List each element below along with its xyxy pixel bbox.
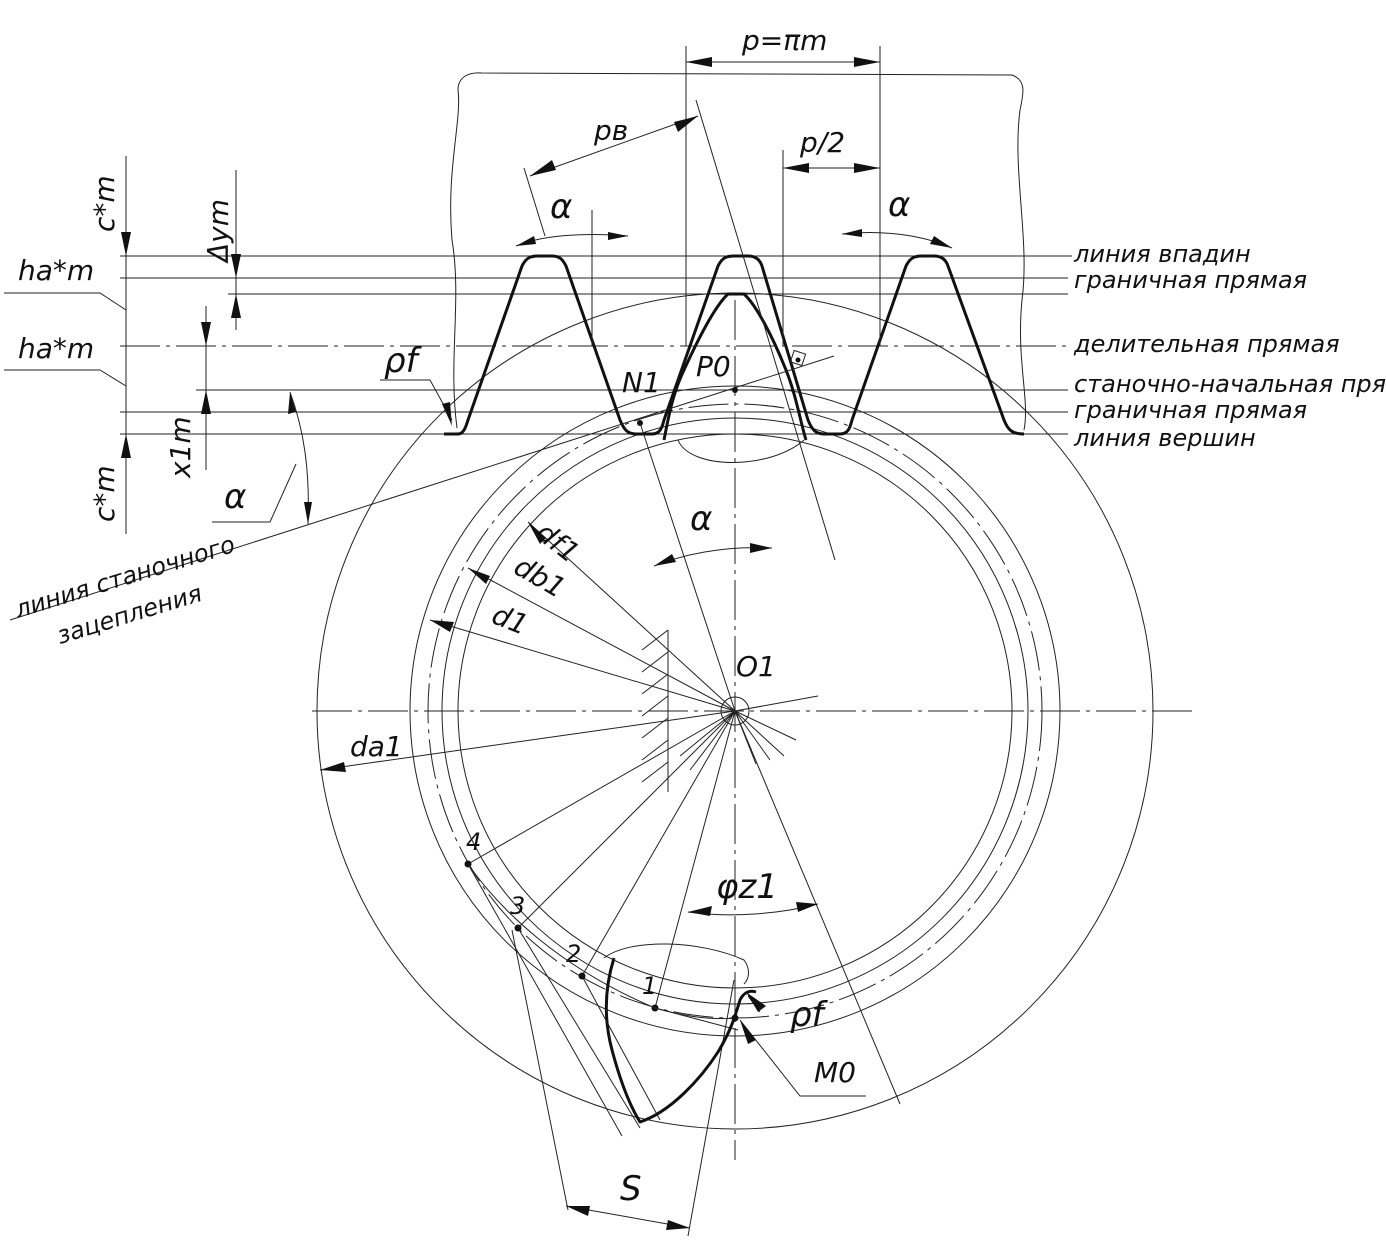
gear-tooth-top-fillet bbox=[677, 439, 805, 463]
ha-bottom-label: ha*m bbox=[18, 332, 94, 365]
d1-label: d1 bbox=[487, 598, 532, 642]
generation-rays bbox=[467, 710, 901, 1237]
tip-line-label: линия вершин bbox=[1073, 424, 1256, 452]
pitch-line-label: делительная прямая bbox=[1073, 330, 1340, 358]
m0-label: M0 bbox=[814, 1056, 856, 1089]
delta-y-label: Δym bbox=[202, 199, 235, 264]
p0-label: P0 bbox=[696, 350, 731, 383]
machine-pitch-line-label: станочно-начальная прямая bbox=[1074, 370, 1386, 398]
n1-label: N1 bbox=[622, 366, 661, 399]
base-pitch-label: pв bbox=[593, 114, 628, 147]
alpha-side-label: α bbox=[224, 477, 246, 517]
pitch-label: p=πm bbox=[741, 24, 827, 57]
root-line-label: линия впадин bbox=[1073, 240, 1251, 268]
c-top-label: c*m bbox=[88, 175, 121, 232]
rack-profile bbox=[444, 254, 1025, 436]
right-angle-marker bbox=[789, 349, 807, 367]
point-1-label: 1 bbox=[642, 972, 657, 1000]
alpha-center-label: α bbox=[690, 499, 712, 539]
x1m-label: x1m bbox=[164, 416, 197, 479]
lower-tooth-profile bbox=[604, 957, 757, 1124]
engagement-line bbox=[197, 355, 835, 561]
boundary-top-label: граничная прямая bbox=[1074, 266, 1307, 294]
alpha-right-label: α bbox=[888, 185, 910, 225]
rack-outline bbox=[450, 72, 1027, 431]
o1-label: O1 bbox=[736, 650, 776, 683]
ha-top-label: ha*m bbox=[18, 254, 94, 287]
phi-label: φz1 bbox=[716, 867, 778, 907]
center-rays bbox=[679, 695, 819, 771]
point-3-label: 3 bbox=[510, 892, 525, 920]
alpha-left-label: α bbox=[550, 187, 572, 227]
rho-f-top-label: ρf bbox=[384, 341, 423, 381]
point-p0 bbox=[732, 387, 738, 393]
s-label: S bbox=[620, 1169, 642, 1209]
c-bottom-label: c*m bbox=[88, 465, 121, 522]
da1-label: da1 bbox=[350, 730, 403, 763]
boundary-bottom-label: граничная прямая bbox=[1074, 396, 1307, 424]
gear-tooth-top bbox=[662, 292, 808, 441]
base-pitch-dim-line bbox=[529, 115, 699, 177]
point-2-label: 2 bbox=[566, 940, 581, 968]
rho-f-bottom-label: ρf bbox=[790, 995, 829, 1035]
point-4-label: 4 bbox=[466, 828, 481, 856]
half-pitch-label: p/2 bbox=[799, 126, 845, 159]
